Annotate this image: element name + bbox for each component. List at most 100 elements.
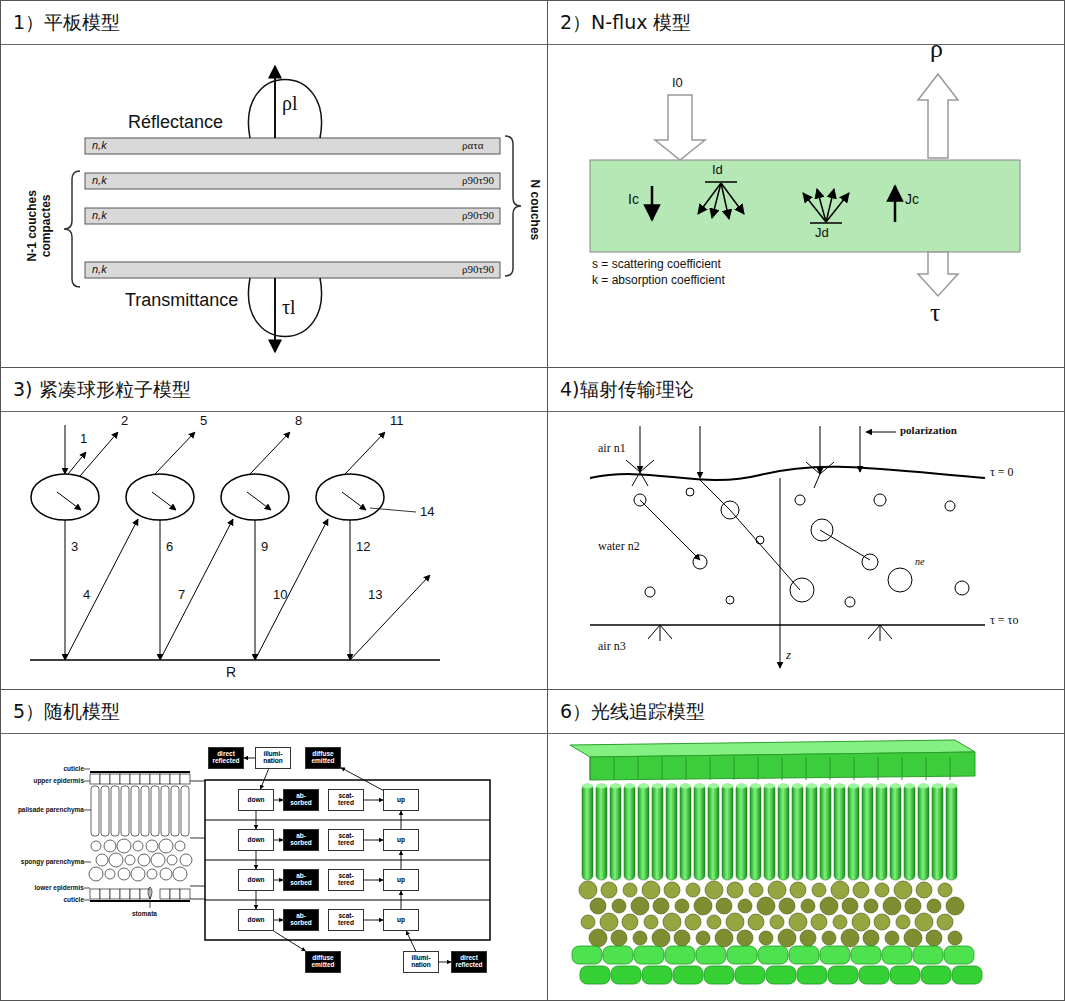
drawn-polygon (918, 74, 958, 158)
flow-box-dark: ab- sorbed (283, 909, 319, 931)
drawn-ellipse (610, 784, 621, 789)
drawn-circle (748, 914, 764, 930)
drawn-circle (652, 929, 670, 947)
figure-label: k = absorption coefficient (592, 274, 725, 288)
drawn-circle (883, 897, 901, 915)
drawn-rect (820, 784, 831, 880)
flow-label: ab- sorbed (286, 873, 316, 887)
drawn-circle (633, 931, 647, 945)
flow-connector (256, 851, 257, 869)
drawn-circle (696, 931, 710, 945)
drawn-line (926, 757, 927, 780)
flow-box-dark: ab- sorbed (283, 869, 319, 891)
drawn-line (830, 757, 831, 780)
drawn-circle (789, 913, 807, 931)
leaf-section (84, 769, 490, 940)
drawn-path (84, 769, 150, 908)
drawn-rect (85, 208, 500, 224)
flow-connector (260, 769, 268, 789)
drawn-circle (770, 915, 784, 929)
cell-heading: 4)辐射传输理论 (548, 368, 1064, 412)
drawn-rect (764, 784, 775, 880)
drawn-rect (932, 784, 943, 880)
drawn-ellipse (652, 784, 663, 789)
drawn-path (64, 171, 80, 287)
drawn-circle (146, 840, 158, 852)
drawn-line (255, 520, 256, 660)
drawn-rect (921, 966, 951, 984)
flow-box: down (238, 869, 274, 891)
drawn-ellipse (680, 784, 691, 789)
drawn-circle (831, 881, 849, 899)
drawn-rect (704, 966, 734, 984)
flow-box-dark: ab- sorbed (283, 829, 319, 851)
figure-label: 3 (71, 540, 78, 555)
drawn-ellipse (806, 784, 817, 789)
drawn-circle (885, 931, 899, 945)
drawn-rect (806, 784, 817, 880)
drawn-rect (90, 889, 100, 899)
drawn-circle (738, 899, 752, 913)
flow-connector (274, 840, 283, 841)
flow-box: down (238, 789, 274, 811)
drawn-rect (130, 889, 140, 899)
drawn-rect (580, 966, 610, 984)
flow-box-dark: direct reflected (451, 951, 487, 973)
drawn-ellipse (820, 784, 831, 789)
table-cell: 5）随机模型direct reflectedillumi- nationdiff… (0, 690, 548, 1001)
figure-label: 9 (261, 540, 268, 555)
flow-connector (274, 800, 283, 801)
drawn-line (614, 757, 615, 780)
flow-connector (364, 920, 383, 921)
drawn-circle (600, 913, 618, 931)
drawn-rect (820, 946, 850, 964)
figure-label: ρ90τ90 (462, 174, 494, 187)
drawn-circle (685, 914, 701, 930)
drawn-line (65, 425, 66, 474)
drawn-circle (716, 898, 732, 914)
drawn-rect (797, 966, 827, 984)
figure-label: Jc (905, 191, 919, 207)
drawn-circle (175, 841, 185, 851)
drawn-ellipse (876, 784, 887, 789)
flow-label: diffuse emitted (308, 751, 338, 765)
figure-label: z (786, 648, 791, 663)
flow-connector (274, 880, 283, 881)
drawn-circle (790, 882, 806, 898)
figure-label: cuticle (63, 896, 84, 903)
drawn-rect (180, 774, 190, 784)
drawn-circle (117, 839, 131, 853)
drawn-rect (140, 774, 150, 784)
drawn-ellipse (596, 784, 607, 789)
drawn-circle (173, 867, 187, 881)
sphere-model (30, 425, 440, 660)
cell-heading: 5）随机模型 (1, 690, 547, 734)
drawn-circle (726, 596, 734, 604)
flow-label: scat- tered (331, 833, 361, 847)
drawn-circle (842, 898, 858, 914)
drawn-circle (833, 915, 847, 929)
drawn-rect (603, 946, 633, 964)
drawn-rect (572, 946, 602, 964)
drawn-circle (694, 897, 712, 915)
figure-label: I0 (672, 76, 683, 91)
drawn-rect (642, 966, 672, 984)
drawn-circle (138, 854, 150, 866)
drawn-circle (862, 554, 878, 570)
drawn-rect (882, 946, 912, 964)
drawn-circle (133, 841, 143, 851)
drawn-ellipse (221, 474, 289, 520)
drawn-circle (726, 913, 744, 931)
drawn-ellipse (904, 784, 915, 789)
drawn-ellipse (708, 784, 719, 789)
drawn-rect (170, 889, 180, 899)
drawn-circle (937, 914, 953, 930)
flow-connector (401, 811, 402, 829)
drawn-circle (841, 929, 859, 947)
drawn-rect (151, 786, 159, 836)
drawn-rect (913, 946, 943, 964)
drawn-circle (686, 883, 700, 897)
figure-label: stomata (132, 910, 157, 917)
drawn-line (345, 432, 385, 474)
drawn-line (30, 659, 440, 661)
